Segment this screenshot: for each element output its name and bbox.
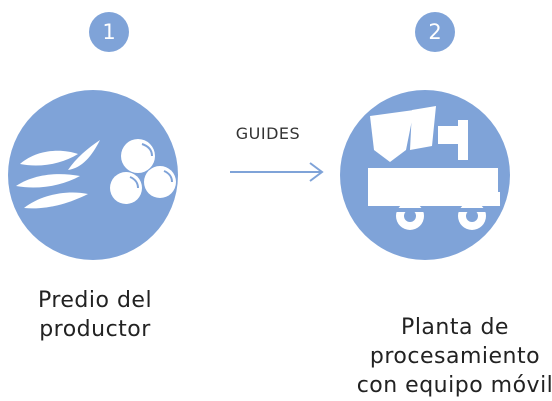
connector-label: GUIDES xyxy=(235,124,301,143)
step-1-number-badge: 1 xyxy=(89,12,129,52)
step-2-circle xyxy=(340,90,510,260)
step-2-label: Planta de procesamiento con equipo móvil xyxy=(356,315,552,398)
arrow-right-icon xyxy=(230,162,324,182)
processing-truck-icon xyxy=(368,106,504,230)
leaves-and-fruit-icon xyxy=(16,139,176,209)
step-1-circle xyxy=(8,90,178,260)
step-2-number-badge: 2 xyxy=(415,12,455,52)
step-1-label: Predio del productor xyxy=(37,288,153,342)
